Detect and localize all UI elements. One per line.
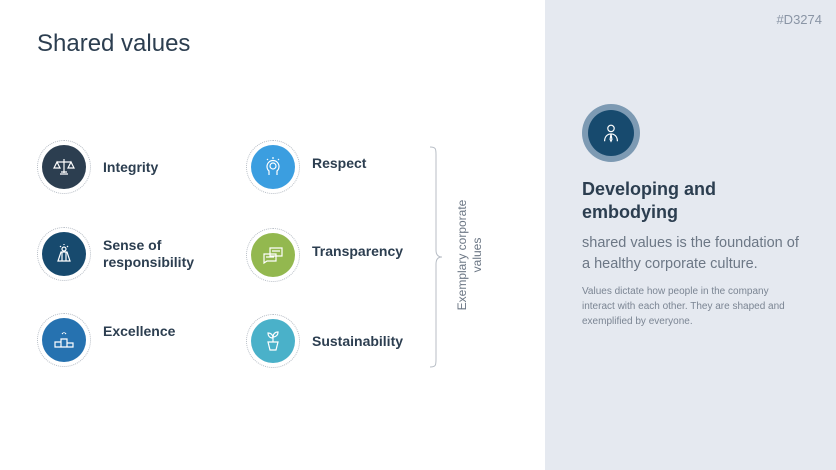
panel-body: Values dictate how people in the company… (582, 286, 785, 327)
person-cape-icon (42, 232, 86, 276)
value-sustainability: Sustainability (246, 314, 403, 368)
panel-heading: Developing and embodying (582, 179, 717, 222)
value-label: Excellence (103, 322, 176, 339)
brace (429, 146, 443, 368)
side-panel (545, 0, 836, 470)
head-brain-icon (251, 145, 295, 189)
value-label: Respect (312, 154, 367, 171)
scales-icon (42, 145, 86, 189)
chat-bubbles-icon (251, 233, 295, 277)
value-sense-of-responsibility: Sense of responsibility (37, 227, 213, 281)
slide-code: #D3274 (776, 12, 822, 27)
panel-subheading: shared values is the foundation of a hea… (582, 235, 799, 272)
podium-icon (42, 318, 86, 362)
businessperson-icon (582, 104, 640, 162)
value-respect: Respect (246, 140, 366, 194)
value-label: Sense of responsibility (103, 237, 195, 270)
value-label: Integrity (103, 158, 159, 175)
value-excellence: Excellence (37, 313, 175, 367)
brace-label: Exemplary corporate values (455, 199, 484, 311)
value-label: Transparency (312, 242, 404, 259)
value-transparency: Transparency (246, 228, 403, 282)
value-integrity: Integrity (37, 140, 158, 194)
plant-pot-icon (251, 319, 295, 363)
page-title: Shared values (37, 30, 191, 57)
value-label: Sustainability (312, 332, 404, 349)
